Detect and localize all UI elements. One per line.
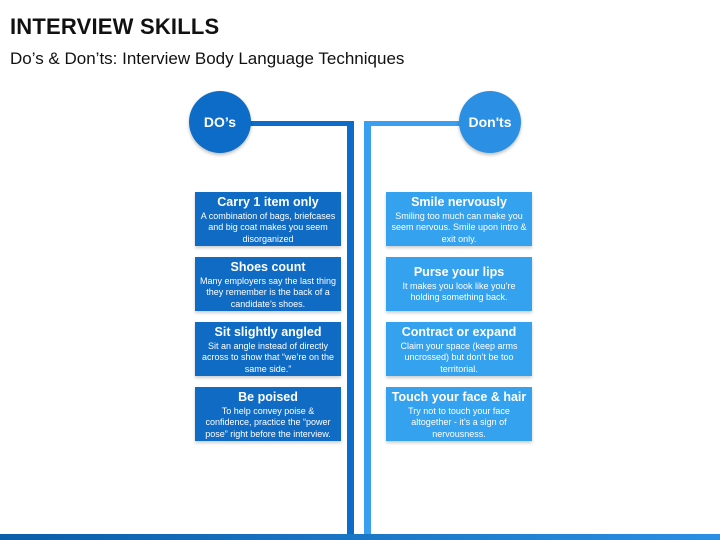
donts-connector-horizontal (364, 121, 460, 126)
donts-card-3: Contract or expand Claim your space (kee… (386, 322, 532, 376)
donts-card-text: Claim your space (keep arms uncrossed) b… (400, 341, 518, 374)
dos-card-title: Shoes count (230, 260, 306, 274)
donts-card-title: Touch your face & hair (391, 390, 527, 404)
dos-card-title: Be poised (238, 390, 298, 404)
donts-connector-vertical (364, 121, 371, 534)
donts-card-text: Smiling too much can make you seem nervo… (391, 211, 527, 244)
donts-card-text: Try not to touch your face altogether - … (408, 406, 510, 439)
donts-card-title: Contract or expand (401, 325, 517, 339)
dos-card-3: Sit slightly angled Sit an angle instead… (195, 322, 341, 376)
dos-card-4: Be poised To help convey poise & confide… (195, 387, 341, 441)
dos-connector-vertical (347, 121, 354, 534)
dos-card-2: Shoes count Many employers say the last … (195, 257, 341, 311)
dos-card-1: Carry 1 item only A combination of bags,… (195, 192, 341, 246)
footer-bar (0, 534, 720, 540)
page-subtitle: Do’s & Don’ts: Interview Body Language T… (10, 49, 405, 68)
donts-card-1: Smile nervously Smiling too much can mak… (386, 192, 532, 246)
dos-card-text: A combination of bags, briefcases and bi… (200, 211, 336, 244)
dos-circle: DO’s (189, 91, 251, 153)
dos-card-text: To help convey poise & confidence, pract… (205, 406, 331, 439)
dos-card-text: Sit an angle instead of directly across … (201, 341, 335, 374)
donts-card-title: Smile nervously (411, 195, 507, 209)
page-title: INTERVIEW SKILLS (10, 14, 220, 39)
donts-card-2: Purse your lips It makes you look like y… (386, 257, 532, 311)
dos-card-title: Sit slightly angled (214, 325, 322, 339)
donts-circle: Don'ts (459, 91, 521, 153)
donts-card-4: Touch your face & hair Try not to touch … (386, 387, 532, 441)
donts-card-text: It makes you look like you’re holding so… (402, 280, 516, 302)
dos-card-text: Many employers say the last thing they r… (199, 276, 337, 309)
dos-connector-horizontal (250, 121, 354, 126)
dos-card-title: Carry 1 item only (217, 195, 319, 209)
donts-card-title: Purse your lips (413, 264, 505, 279)
